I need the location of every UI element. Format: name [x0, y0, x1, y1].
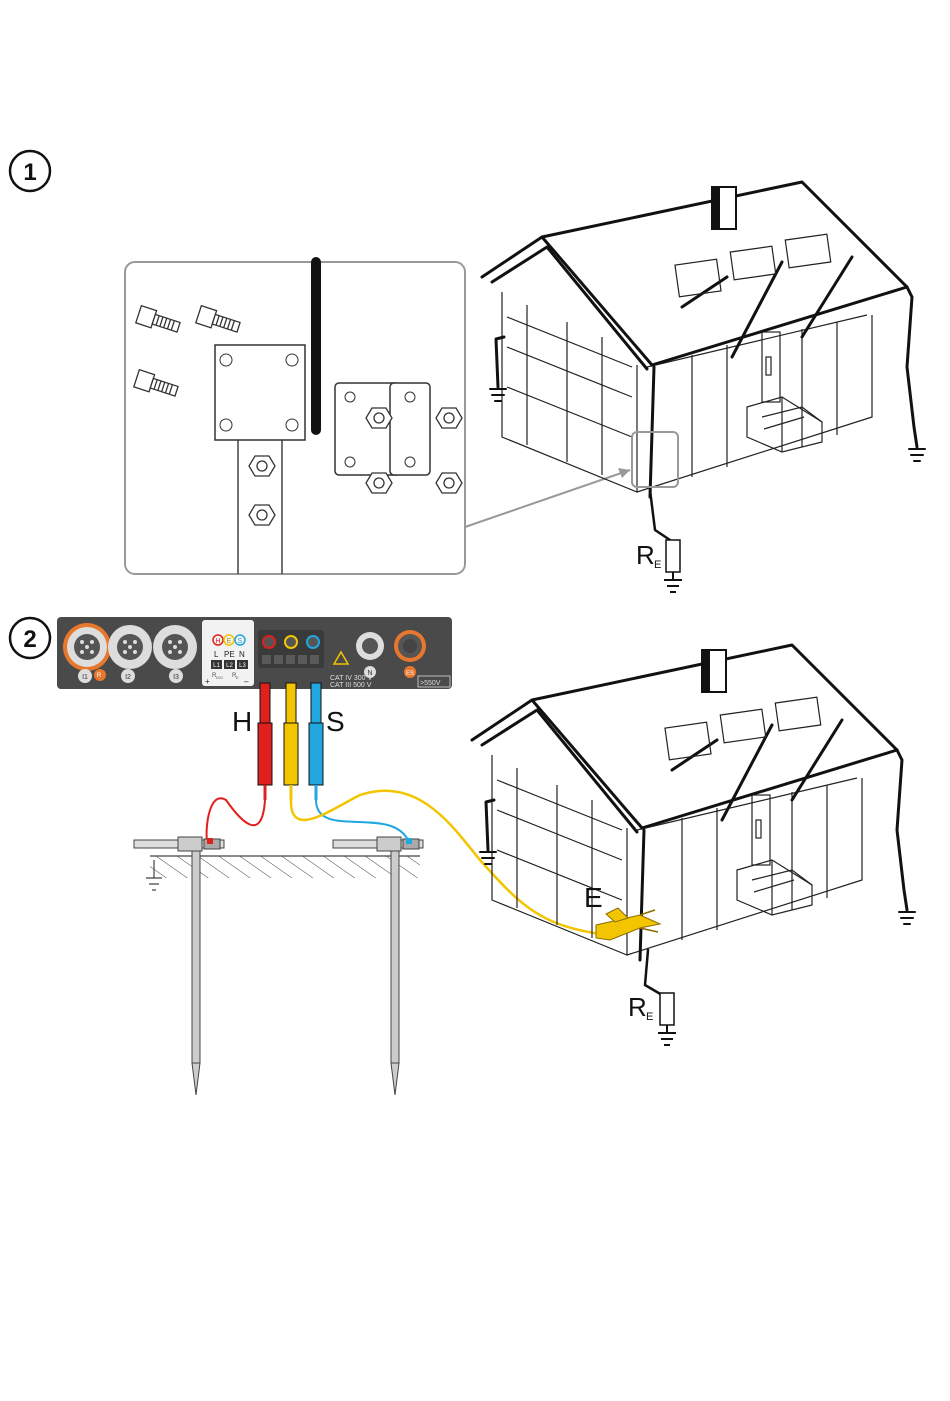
- lead-plug-s: [309, 683, 323, 800]
- svg-text:N: N: [239, 650, 245, 659]
- svg-text:E: E: [646, 1011, 653, 1023]
- svg-text:ES: ES: [406, 671, 414, 677]
- svg-text:1: 1: [23, 159, 36, 186]
- terminal-legend-card: H E S L PE N L1 L2 L3 R ISO R E + –: [202, 620, 254, 686]
- lead-label-h: H: [232, 706, 252, 737]
- svg-text:PE: PE: [224, 650, 235, 659]
- disconnection-joint-detail: [125, 262, 465, 574]
- svg-text:L: L: [214, 650, 219, 659]
- lead-label-s: S: [326, 706, 345, 737]
- step-2-badge: 2: [10, 618, 50, 658]
- lead-wire-h: [207, 798, 265, 842]
- svg-text:L2: L2: [226, 663, 233, 669]
- svg-text:ISO: ISO: [216, 675, 223, 680]
- svg-text:S: S: [238, 638, 243, 645]
- crocodile-clamp-e: [596, 908, 660, 940]
- lead-plug-h: [258, 683, 272, 800]
- svg-text:R: R: [97, 673, 102, 679]
- svg-text:I3: I3: [173, 674, 179, 681]
- svg-text:H: H: [215, 638, 220, 645]
- svg-text:L1: L1: [213, 663, 220, 669]
- svg-text:E: E: [236, 675, 239, 680]
- svg-text:R: R: [628, 992, 647, 1022]
- svg-text:L3: L3: [239, 663, 246, 669]
- svg-text:E: E: [654, 559, 661, 571]
- step-1-badge: 1: [10, 151, 50, 191]
- svg-text:I1: I1: [82, 674, 88, 681]
- ground-surface: [146, 856, 420, 890]
- meter-panel: I1 R I2 I3 H E S L PE N: [57, 617, 452, 689]
- lead-wire-s: [316, 800, 408, 840]
- svg-text:CAT III 500 V: CAT III 500 V: [330, 682, 372, 689]
- svg-text:+: +: [205, 677, 210, 686]
- lead-plug-e: [284, 683, 298, 800]
- earth-resistance-symbol: R E: [636, 490, 682, 592]
- svg-text:>550V: >550V: [420, 680, 441, 687]
- house-1: [482, 182, 925, 497]
- earth-resistance-symbol-2: R E: [628, 950, 676, 1045]
- svg-text:N: N: [367, 670, 372, 677]
- svg-text:–: –: [244, 677, 249, 686]
- svg-text:I2: I2: [125, 674, 131, 681]
- svg-text:E: E: [227, 638, 232, 645]
- clamp-label-e: E: [584, 882, 603, 913]
- house-2: [472, 645, 915, 960]
- joint-highlight-box: [632, 432, 678, 487]
- svg-text:2: 2: [23, 626, 36, 653]
- input-terminals: [258, 630, 324, 668]
- svg-text:R: R: [636, 540, 655, 570]
